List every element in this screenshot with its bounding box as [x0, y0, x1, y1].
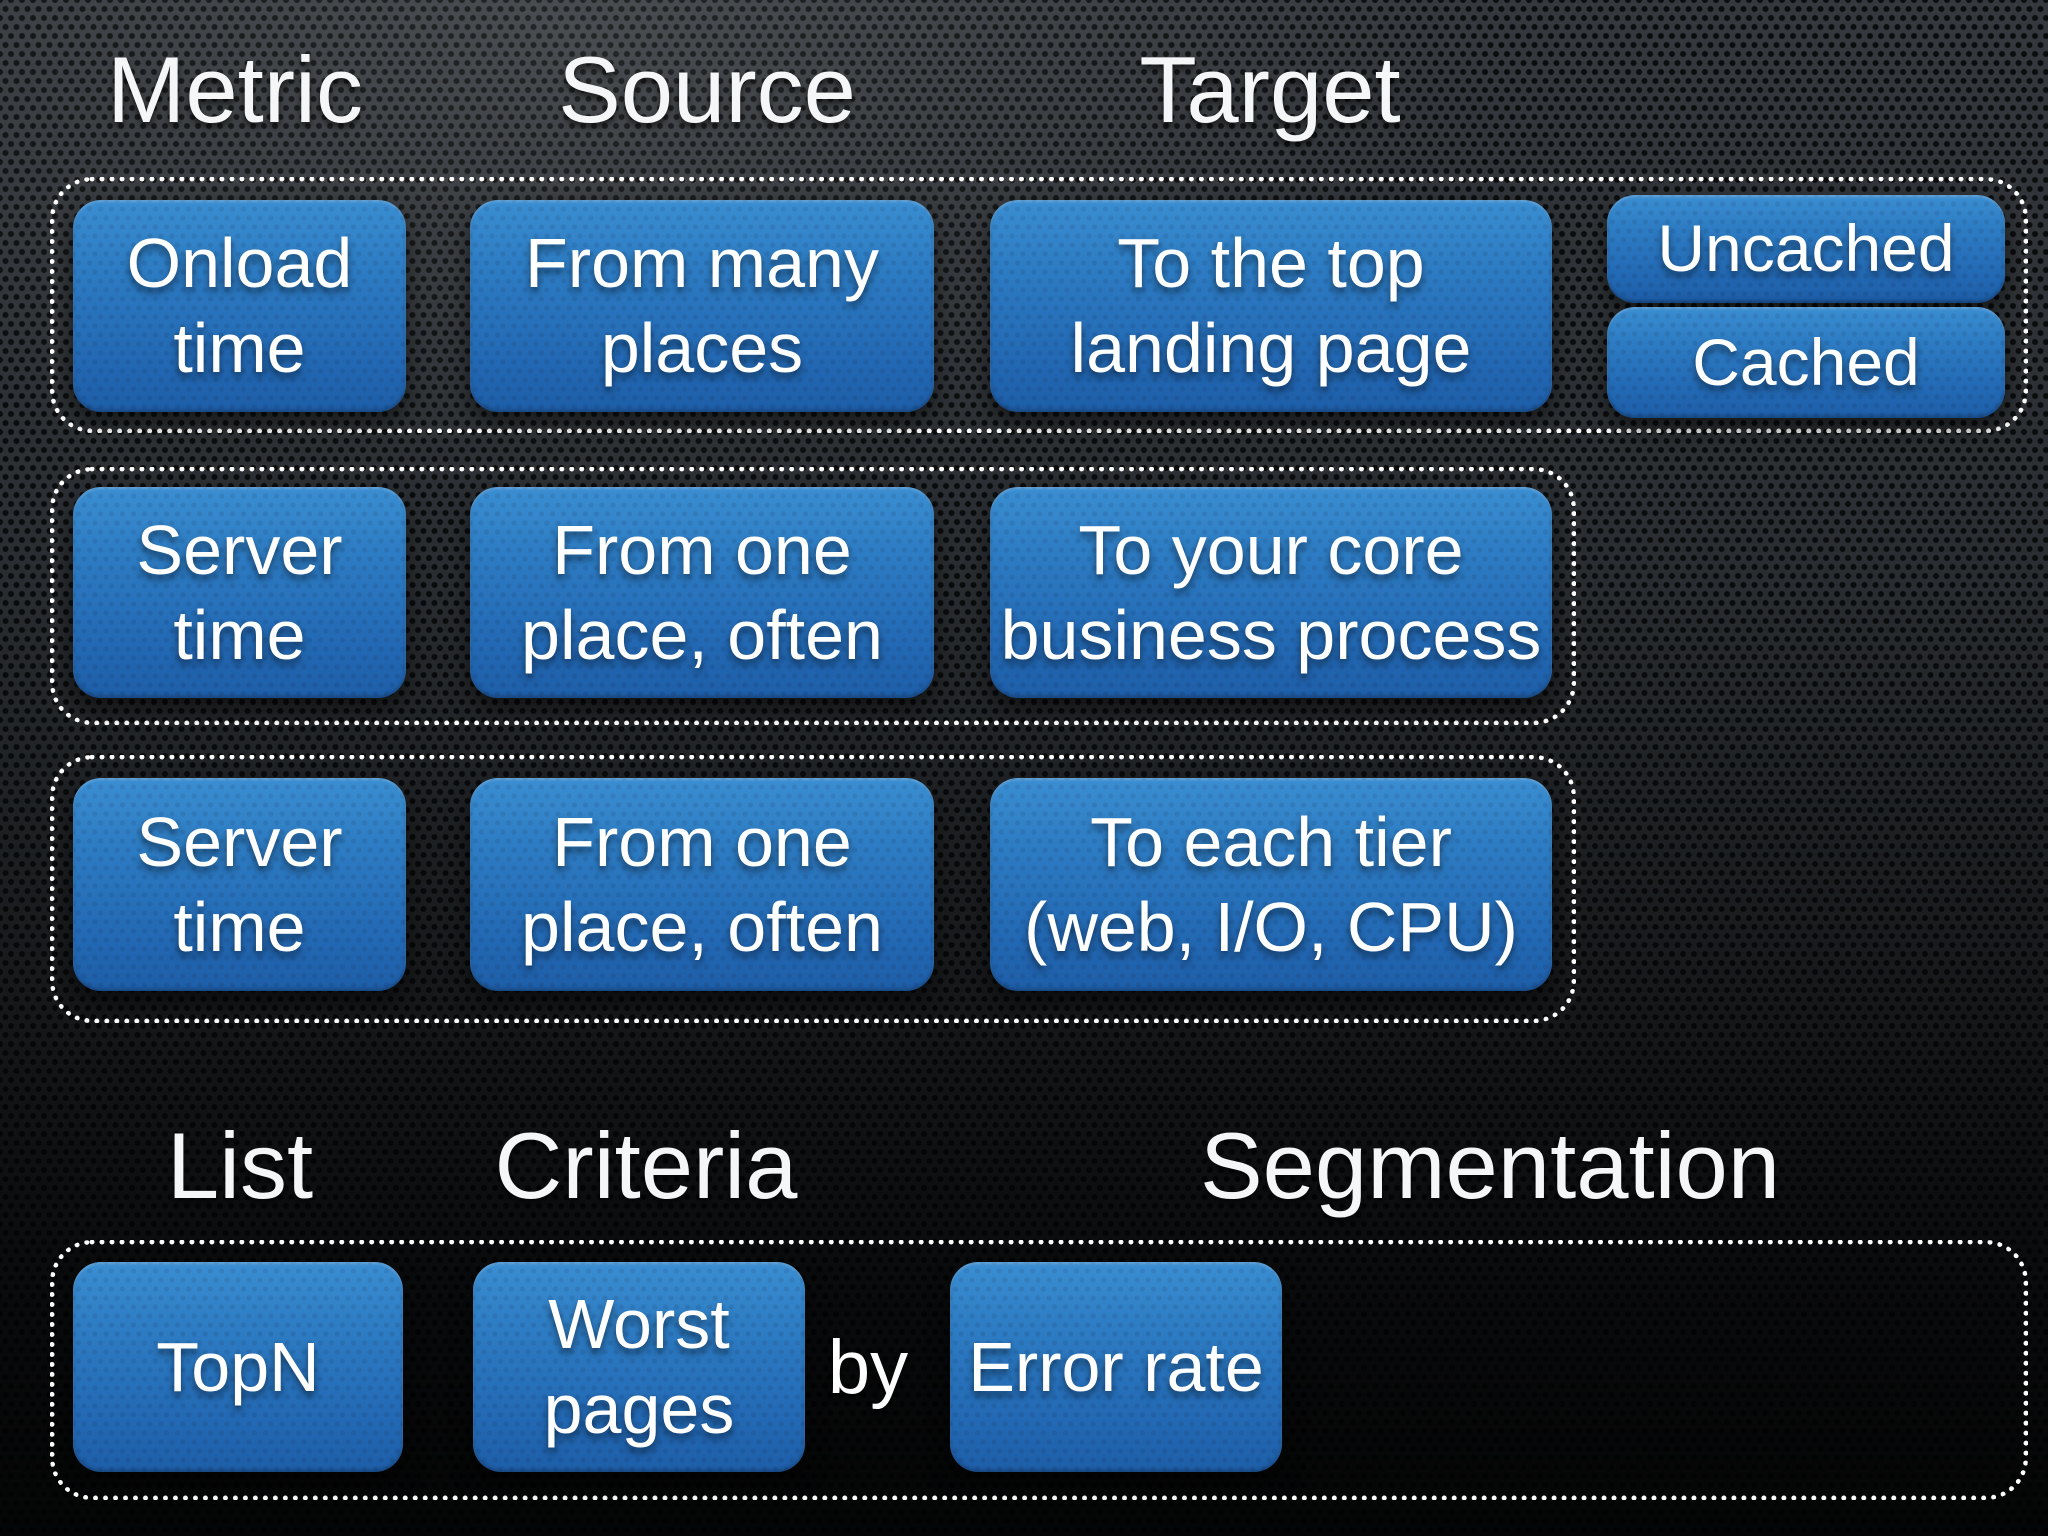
column-header-metric: Metric [107, 37, 363, 142]
group-border-row-topn [50, 1240, 2028, 1500]
box-list-topn: TopN [73, 1262, 403, 1472]
box-target-core-business-process: To your core business process [990, 487, 1552, 698]
group-border-row-server-business [50, 467, 1576, 725]
group-border-row-onload [50, 177, 2028, 433]
box-cached: Cached [1607, 307, 2005, 418]
box-source-from-one-place-2: From one place, often [470, 778, 934, 991]
column-header-segmentation: Segmentation [1199, 1113, 1781, 1218]
connector-by-label: by [827, 1325, 909, 1410]
box-criteria-worst-pages: Worst pages [473, 1262, 805, 1472]
column-header-target: Target [1139, 37, 1401, 142]
box-uncached: Uncached [1607, 195, 2005, 303]
column-header-criteria: Criteria [494, 1113, 798, 1218]
column-header-list: List [166, 1113, 314, 1218]
box-segmentation-error-rate: Error rate [950, 1262, 1282, 1472]
group-border-row-server-tier [50, 755, 1576, 1023]
box-source-from-many-places: From many places [470, 200, 934, 412]
box-metric-server-time-1: Server time [73, 487, 406, 698]
box-source-from-one-place-1: From one place, often [470, 487, 934, 698]
column-header-source: Source [558, 37, 856, 142]
box-metric-server-time-2: Server time [73, 778, 406, 991]
box-target-top-landing-page: To the top landing page [990, 200, 1552, 412]
box-target-each-tier: To each tier (web, I/O, CPU) [990, 778, 1552, 991]
box-metric-onload-time: Onload time [73, 200, 406, 412]
